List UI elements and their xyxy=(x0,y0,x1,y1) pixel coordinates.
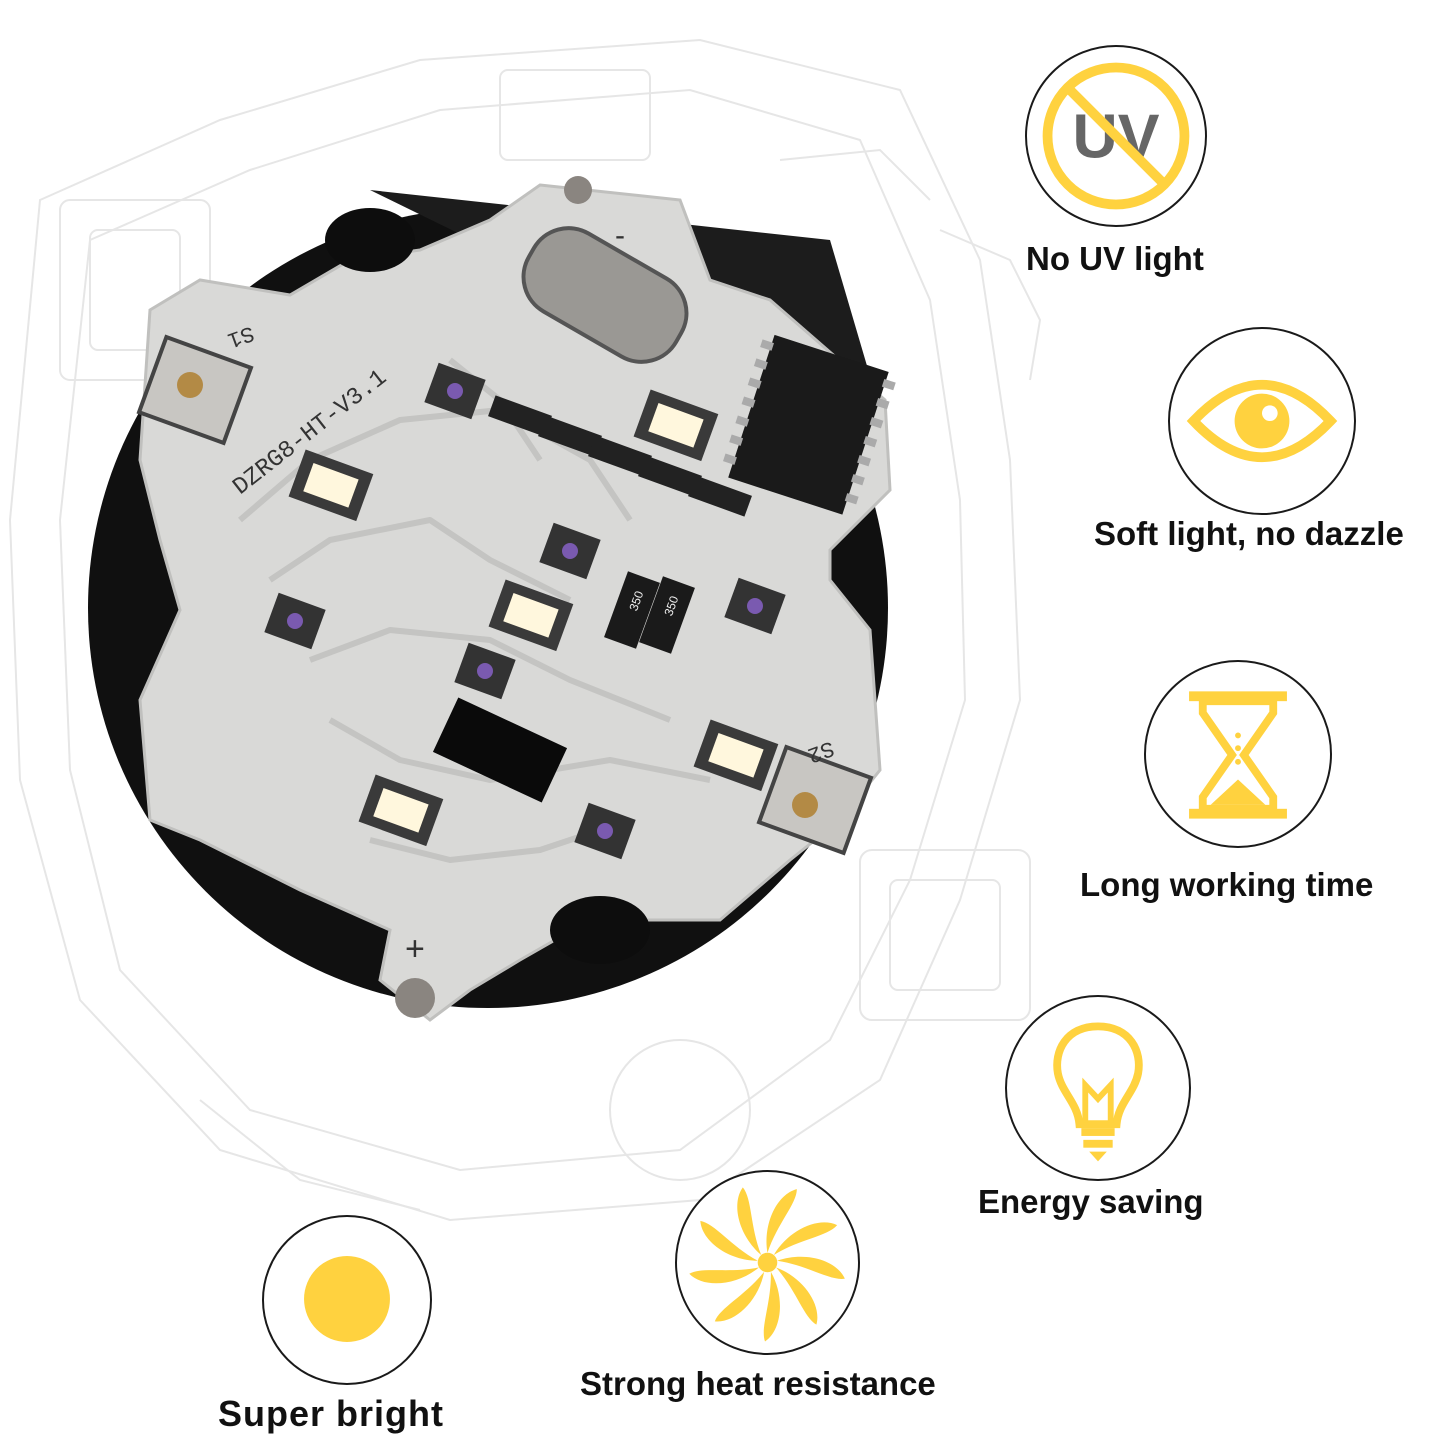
sun-dot-icon xyxy=(262,1215,432,1385)
tactile-switch-s1 xyxy=(136,334,254,446)
hourglass-icon xyxy=(1144,660,1332,848)
ir-receiver xyxy=(432,697,568,803)
mounting-hole xyxy=(550,896,650,964)
tactile-switch-s2 xyxy=(756,744,874,856)
transistor-row xyxy=(488,395,752,517)
pinwheel-icon xyxy=(675,1170,860,1355)
eye-icon xyxy=(1168,327,1356,515)
screw xyxy=(564,176,592,204)
white-leds xyxy=(288,389,779,847)
ic-chip xyxy=(723,334,896,515)
resistor-code: 350 xyxy=(661,594,681,618)
minus-marking: - xyxy=(615,219,625,252)
resistors: 350 350 xyxy=(604,571,695,654)
feature-label: No UV light xyxy=(1026,240,1204,277)
lightbulb-icon xyxy=(1005,995,1191,1181)
feature-label: Soft light, no dazzle xyxy=(1094,515,1404,552)
screw xyxy=(395,978,435,1018)
led-circuit-board: 350 350 DZRG8-HT-V3.1 S1 S2 + - xyxy=(88,176,896,1022)
mounting-hole xyxy=(325,208,415,272)
feature-label: Long working time xyxy=(1080,866,1374,903)
feature-label: Energy saving xyxy=(978,1183,1204,1220)
feature-label: Strong heat resistance xyxy=(580,1365,936,1402)
no-uv-icon: UV xyxy=(1025,45,1207,227)
resistor-code: 350 xyxy=(626,589,646,613)
crystal-oscillator xyxy=(521,226,689,364)
plus-marking: + xyxy=(405,930,425,968)
feature-label: Super bright xyxy=(218,1393,444,1434)
